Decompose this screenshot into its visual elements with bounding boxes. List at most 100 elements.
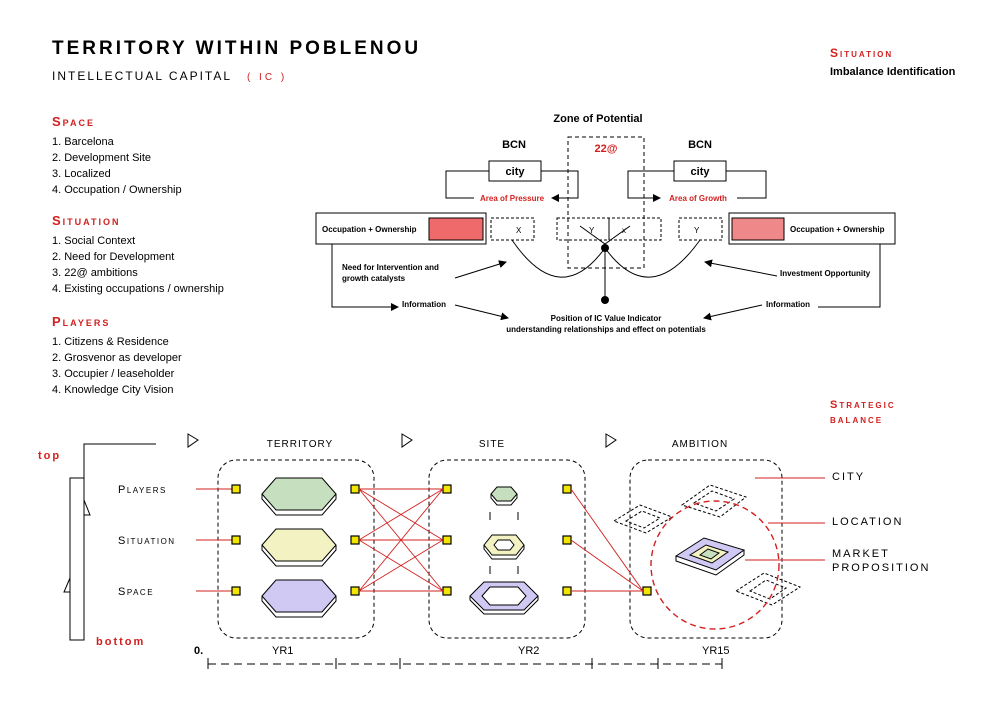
strategic-balance-label: Strategic balance [830, 398, 896, 428]
strategic-line1: Strategic [830, 399, 896, 411]
territory-space-edge [261, 596, 337, 618]
list-item: 1. Citizens & Residence [52, 336, 169, 348]
info-right-line [818, 244, 881, 308]
side-notch-1 [83, 499, 91, 516]
zone-code: 22@ [595, 143, 618, 155]
label-market-1: MARKET [832, 548, 890, 560]
row-space: Space [118, 586, 154, 598]
col-site: SITE [479, 439, 505, 450]
list-item: 4. Occupation / Ownership [52, 184, 182, 196]
location-circle [650, 500, 780, 630]
indicator-v [579, 225, 631, 245]
loop-right-a [627, 170, 674, 202]
red-box-right [731, 217, 785, 241]
info-left: Information [402, 300, 446, 309]
strategic-line2: balance [830, 414, 884, 426]
row-situation: Situation [118, 535, 176, 547]
col-ambition: AMBITION [672, 439, 728, 450]
occ-right: Occupation + Ownership [790, 225, 885, 234]
space-heading: Space [52, 114, 96, 129]
label-location: LOCATION [832, 516, 903, 528]
y-box-right [678, 217, 723, 241]
timeline-start: 0. [194, 645, 203, 657]
territory-space-slab [261, 579, 337, 613]
yr15-label: YR15 [702, 645, 730, 657]
loop-right-b [726, 170, 767, 199]
x-left: X [516, 226, 522, 235]
list-item: 2. Need for Development [52, 251, 175, 263]
marker [442, 586, 452, 596]
list-item: 4. Knowledge City Vision [52, 384, 174, 396]
need-line2: growth catalysts [342, 274, 406, 283]
territory-situation-slab [261, 528, 337, 562]
marker [350, 586, 360, 596]
y-mid: Y [589, 226, 595, 235]
list-item: 3. Occupier / leaseholder [52, 368, 175, 380]
players-heading: Players [52, 314, 111, 329]
row-players: Players [118, 484, 167, 496]
bcn-left: BCN [502, 139, 526, 151]
label-top: top [38, 450, 61, 462]
marker [562, 535, 572, 545]
strategic-diagram: top bottom TERRITORY SITE AMBITION Playe… [38, 433, 930, 669]
need-arrow [454, 260, 507, 279]
y-right: Y [694, 226, 700, 235]
investment-arrow [704, 259, 778, 277]
timeline-ticks [207, 658, 723, 669]
loop-left-b [541, 170, 579, 202]
marker [442, 535, 452, 545]
info-left-arrow [454, 304, 509, 321]
need-line1: Need for Intervention and [342, 263, 439, 272]
area-pressure: Area of Pressure [480, 194, 545, 203]
arc-right [604, 239, 701, 278]
label-market-2: PROPOSITION [832, 562, 930, 574]
situation-label: Situation [830, 46, 894, 60]
list-item: 2. Grosvenor as developer [52, 352, 182, 364]
list-item: 1. Barcelona [52, 136, 114, 148]
col-territory: TERRITORY [267, 439, 333, 450]
list-item: 2. Development Site [52, 152, 152, 164]
ambition-graphic [612, 484, 802, 630]
info-right: Information [766, 300, 810, 309]
city-right: city [691, 166, 711, 178]
site-space-void [481, 586, 527, 606]
indicator-bottom-dot [601, 296, 609, 304]
imbalance-label: Imbalance Identification [830, 66, 956, 78]
area-growth: Area of Growth [669, 194, 727, 203]
site-situation-edge [483, 545, 525, 560]
zone-of-potential-box [567, 136, 645, 269]
arc-left [511, 239, 606, 278]
page-subtitle: INTELLECTUAL CAPITAL ( IC ) [52, 69, 287, 83]
situation-list: 1. Social Context 2. Need for Developmen… [52, 233, 224, 297]
marker [562, 586, 572, 596]
label-city: CITY [832, 471, 865, 483]
yr2-label: YR2 [518, 645, 539, 657]
page-title: TERRITORY WITHIN POBLENOU [52, 38, 422, 59]
marker [350, 535, 360, 545]
marker [231, 535, 241, 545]
zone-title: Zone of Potential [553, 113, 642, 125]
territory-situation-edge [261, 545, 337, 567]
flag-territory-icon [187, 433, 199, 448]
space-list: 1. Barcelona 2. Development Site 3. Loca… [52, 134, 182, 198]
subtitle-text: INTELLECTUAL CAPITAL [52, 69, 232, 83]
marker [562, 484, 572, 494]
ambition-container [629, 459, 783, 639]
site-players-slab [490, 486, 518, 502]
marker [642, 586, 652, 596]
flag-ambition-icon [605, 433, 617, 448]
x-box-left [490, 217, 535, 241]
info-left-line [331, 244, 399, 311]
info-right-arrow [703, 304, 763, 321]
site-container [428, 459, 586, 639]
site-situation-void [493, 539, 515, 551]
position-line1: Position of IC Value Indicator [551, 314, 662, 323]
list-item: 1. Social Context [52, 235, 136, 247]
site-players-edge [490, 494, 518, 506]
flag-site-icon [401, 433, 413, 448]
bcn-right: BCN [688, 139, 712, 151]
list-item: 3. 22@ ambitions [52, 267, 138, 279]
cross-links [358, 488, 644, 592]
site-space-edge [469, 596, 539, 615]
